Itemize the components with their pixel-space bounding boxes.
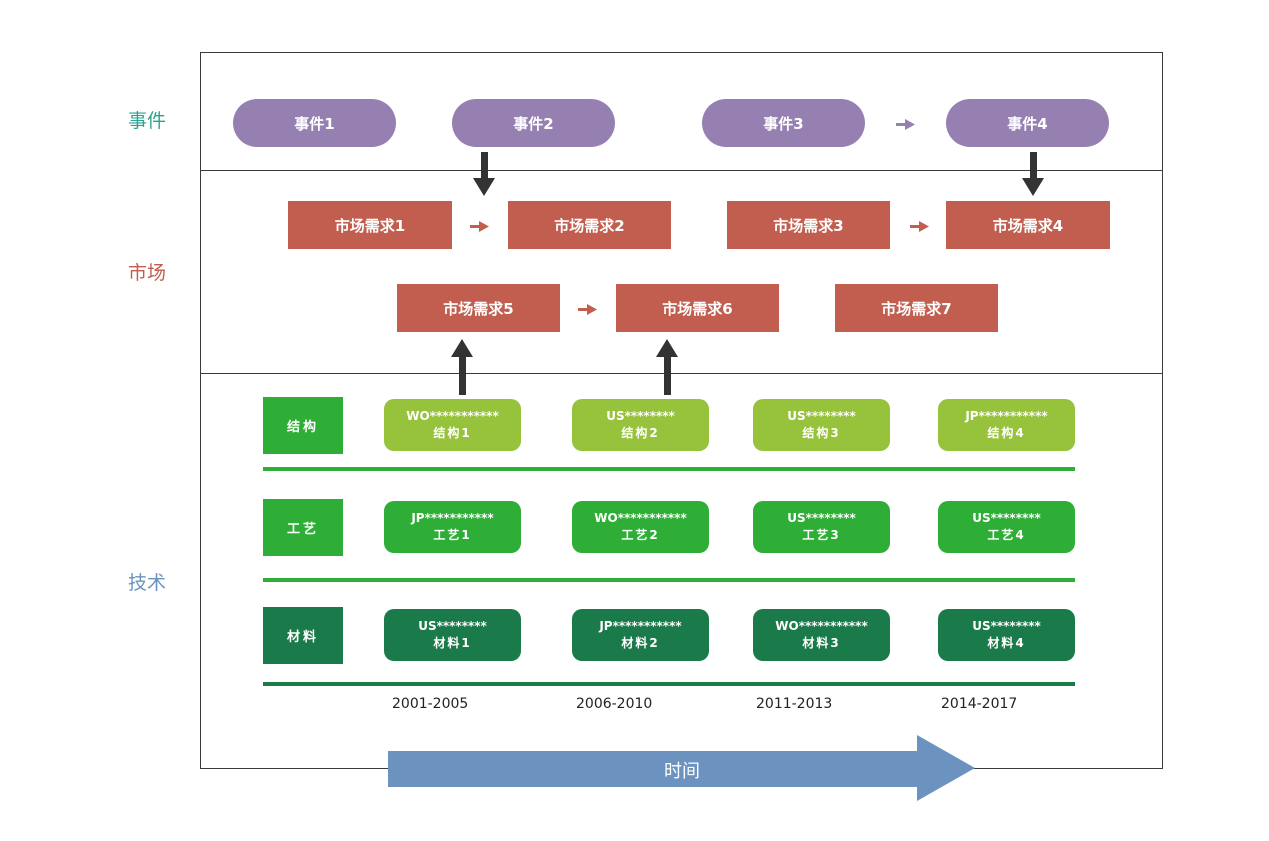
patent-code: WO*********** (775, 619, 868, 633)
patent-process-1: JP*********** 工艺1 (384, 501, 521, 553)
patent-name: 工艺4 (987, 528, 1026, 542)
event-4: 事件4 (946, 99, 1109, 147)
patent-material-2: JP*********** 材料2 (572, 609, 709, 661)
patent-structure-1: WO*********** 结构1 (384, 399, 521, 451)
patent-name: 工艺2 (621, 528, 660, 542)
patent-structure-3: US******** 结构3 (753, 399, 890, 451)
patent-code: JP*********** (411, 511, 494, 525)
event-1: 事件1 (233, 99, 396, 147)
timeline-label: 时间 (664, 761, 700, 782)
period-label-1: 2001-2005 (392, 696, 469, 712)
patent-name: 材料1 (433, 636, 472, 650)
patent-process-4: US******** 工艺4 (938, 501, 1075, 553)
patent-code: US******** (787, 409, 856, 423)
period-label-4: 2014-2017 (941, 696, 1018, 712)
patent-material-3: WO*********** 材料3 (753, 609, 890, 661)
market-need-5: 市场需求5 (397, 284, 560, 332)
patent-name: 结构3 (802, 426, 841, 440)
market-need-3: 市场需求3 (727, 201, 890, 249)
period-label-3: 2011-2013 (756, 696, 833, 712)
patent-code: US******** (606, 409, 675, 423)
structure-divider (263, 467, 1075, 471)
patent-material-4: US******** 材料4 (938, 609, 1075, 661)
patent-code: WO*********** (406, 409, 499, 423)
tech-label-structure: 结构 (263, 397, 343, 454)
market-need-2: 市场需求2 (508, 201, 671, 249)
patent-code: JP*********** (965, 409, 1048, 423)
patent-name: 材料3 (802, 636, 841, 650)
patent-name: 材料2 (621, 636, 660, 650)
patent-name: 结构4 (987, 426, 1026, 440)
patent-code: JP*********** (599, 619, 682, 633)
period-label-2: 2006-2010 (576, 696, 653, 712)
market-need-7: 市场需求7 (835, 284, 998, 332)
patent-material-1: US******** 材料1 (384, 609, 521, 661)
patent-code: US******** (787, 511, 856, 525)
patent-name: 工艺1 (433, 528, 472, 542)
patent-code: WO*********** (594, 511, 687, 525)
patent-code: US******** (972, 511, 1041, 525)
event-3: 事件3 (702, 99, 865, 147)
patent-process-2: WO*********** 工艺2 (572, 501, 709, 553)
patent-structure-2: US******** 结构2 (572, 399, 709, 451)
section-divider-market (200, 373, 1163, 374)
patent-name: 结构1 (433, 426, 472, 440)
market-need-6: 市场需求6 (616, 284, 779, 332)
patent-name: 结构2 (621, 426, 660, 440)
patent-name: 工艺3 (802, 528, 841, 542)
row-label-market: 市场 (128, 262, 167, 284)
tech-label-material: 材料 (263, 607, 343, 664)
patent-code: US******** (972, 619, 1041, 633)
patent-structure-4: JP*********** 结构4 (938, 399, 1075, 451)
event-2: 事件2 (452, 99, 615, 147)
section-divider-events (200, 170, 1163, 171)
market-need-1: 市场需求1 (288, 201, 452, 249)
tech-label-process: 工艺 (263, 499, 343, 556)
patent-code: US******** (418, 619, 487, 633)
row-label-tech: 技术 (128, 572, 167, 594)
row-label-events: 事件 (128, 110, 167, 132)
patent-name: 材料4 (987, 636, 1026, 650)
material-divider (263, 682, 1075, 686)
process-divider (263, 578, 1075, 582)
patent-process-3: US******** 工艺3 (753, 501, 890, 553)
market-need-4: 市场需求4 (946, 201, 1110, 249)
